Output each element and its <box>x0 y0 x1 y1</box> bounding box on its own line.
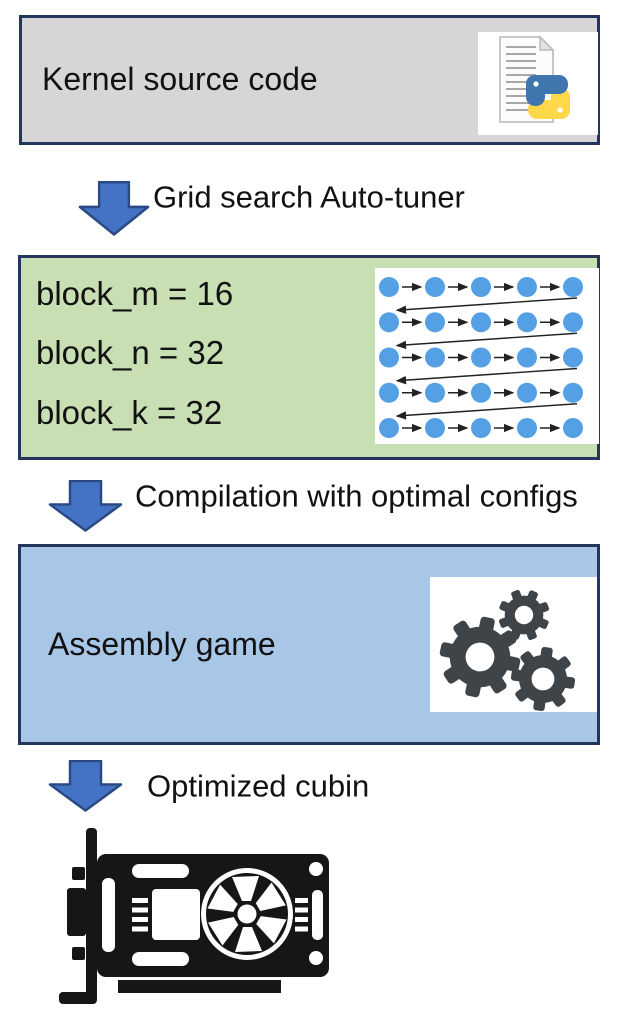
gpu-pcie-connector <box>118 980 281 993</box>
gears-icon <box>430 577 597 712</box>
traversal-grid-icon <box>375 268 599 444</box>
compilation-step-label: Compilation with optimal configs <box>135 478 578 514</box>
down-arrow-icon <box>78 181 150 236</box>
kernel-source-box: Kernel source code <box>19 15 600 145</box>
down-arrow-icon <box>48 480 123 532</box>
gpu-card-icon <box>59 828 329 1004</box>
gpu-die <box>152 889 200 940</box>
param-block-n: block_n = 32 <box>36 334 225 372</box>
gpu-dvi-port <box>67 888 86 936</box>
autotuner-step-label: Grid search Auto-tuner <box>153 179 465 215</box>
python-file-svg <box>499 35 570 123</box>
param-block-m: block_m = 16 <box>36 275 234 313</box>
python-logo <box>526 75 570 119</box>
traversal-grid-svg <box>379 277 583 438</box>
python-file-icon <box>478 32 598 135</box>
gears-svg <box>432 580 580 712</box>
gpu-body <box>97 854 329 977</box>
tuned-configs-box: block_m = 16 block_n = 32 block_k = 32 <box>18 255 600 460</box>
assembly-game-box: Assembly game <box>18 544 600 745</box>
gpu-bracket <box>86 828 97 1000</box>
assembly-game-label: Assembly game <box>48 625 276 662</box>
down-arrow-icon <box>48 760 123 812</box>
gear-medium <box>506 642 580 712</box>
optimized-cubin-label: Optimized cubin <box>147 768 370 804</box>
param-block-k: block_k = 32 <box>36 394 223 432</box>
kernel-source-label: Kernel source code <box>42 60 318 97</box>
gpu-fan <box>201 868 293 960</box>
